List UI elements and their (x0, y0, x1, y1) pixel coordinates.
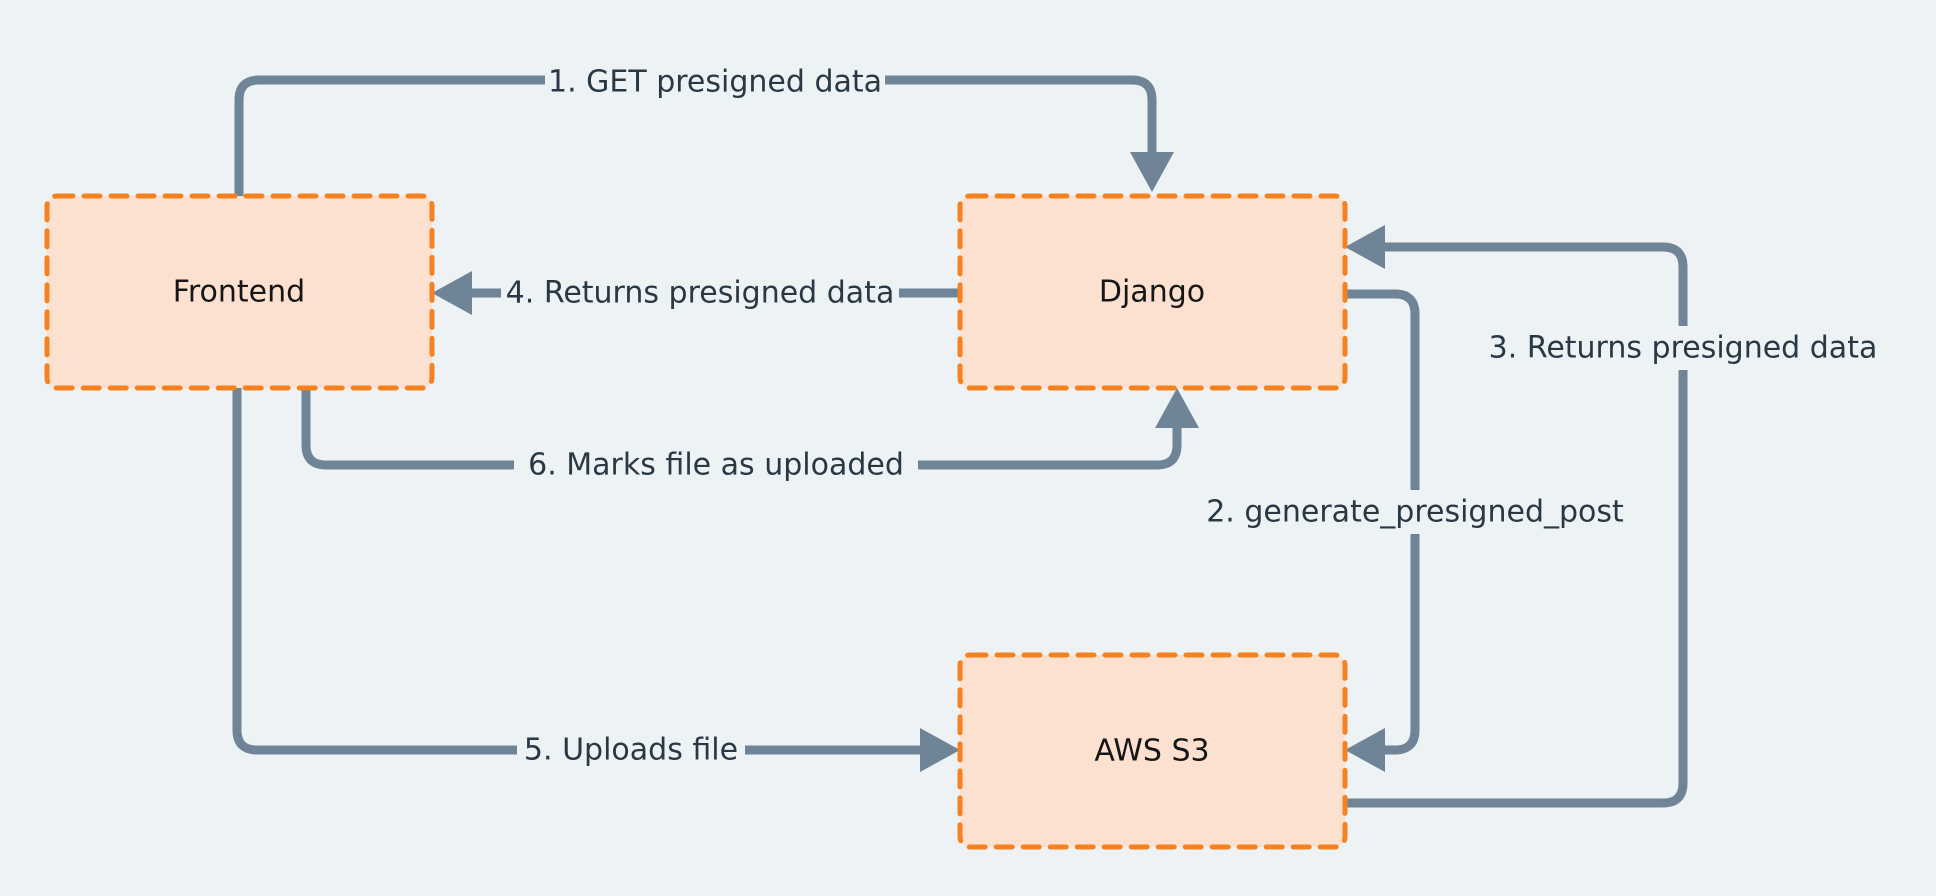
edge-6-marks-file-as-uploaded[interactable]: 6. Marks file as uploaded (301, 383, 1199, 487)
node-frontend[interactable]: Frontend (44, 193, 435, 391)
edge-4-returns-presigned-data[interactable]: 4. Returns presigned data (432, 271, 965, 315)
edge-3-returns-presigned-data[interactable]: 3. Returns presigned data (1340, 225, 1882, 808)
edge-3-label-backdrop (1484, 326, 1882, 370)
edge-2-generate-presigned-post[interactable]: 2. generate_presigned_post (1199, 289, 1631, 772)
edge-3-label: 3. Returns presigned data (1489, 331, 1878, 366)
node-frontend-label: Frontend (173, 275, 305, 310)
edge-3-line (1340, 242, 1688, 808)
edge-5-uploads-file[interactable]: 5. Uploads file (232, 383, 960, 772)
edge-5-arrowhead (920, 728, 960, 772)
edge-2-arrowhead (1345, 728, 1385, 772)
edge-5-label-backdrop (517, 728, 745, 772)
edge-3-arrowhead (1345, 225, 1385, 269)
edge-2-label-backdrop (1199, 490, 1631, 534)
node-aws-s3-box (957, 652, 1348, 850)
node-django-label: Django (1099, 275, 1205, 310)
edge-5-line (232, 383, 933, 755)
edge-1-arrowhead (1130, 152, 1174, 192)
edge-1-label-backdrop (545, 60, 885, 104)
node-django[interactable]: Django (957, 193, 1348, 391)
node-aws-s3[interactable]: AWS S3 (957, 652, 1348, 850)
edge-4-arrowhead (432, 271, 472, 315)
edge-5-label: 5. Uploads file (524, 733, 738, 768)
edge-1-label: 1. GET presigned data (548, 65, 882, 100)
edge-2-label: 2. generate_presigned_post (1206, 495, 1624, 530)
node-frontend-box (44, 193, 435, 391)
node-django-box (957, 193, 1348, 391)
edge-6-label: 6. Marks file as uploaded (528, 448, 904, 483)
edge-1-get-presigned-data[interactable]: 1. GET presigned data (234, 60, 1174, 201)
edge-4-label-backdrop (501, 271, 899, 315)
edge-4-label: 4. Returns presigned data (506, 276, 895, 311)
edge-6-arrowhead (1155, 388, 1199, 428)
edge-6-label-backdrop (514, 443, 918, 487)
node-aws-s3-label: AWS S3 (1094, 734, 1209, 769)
